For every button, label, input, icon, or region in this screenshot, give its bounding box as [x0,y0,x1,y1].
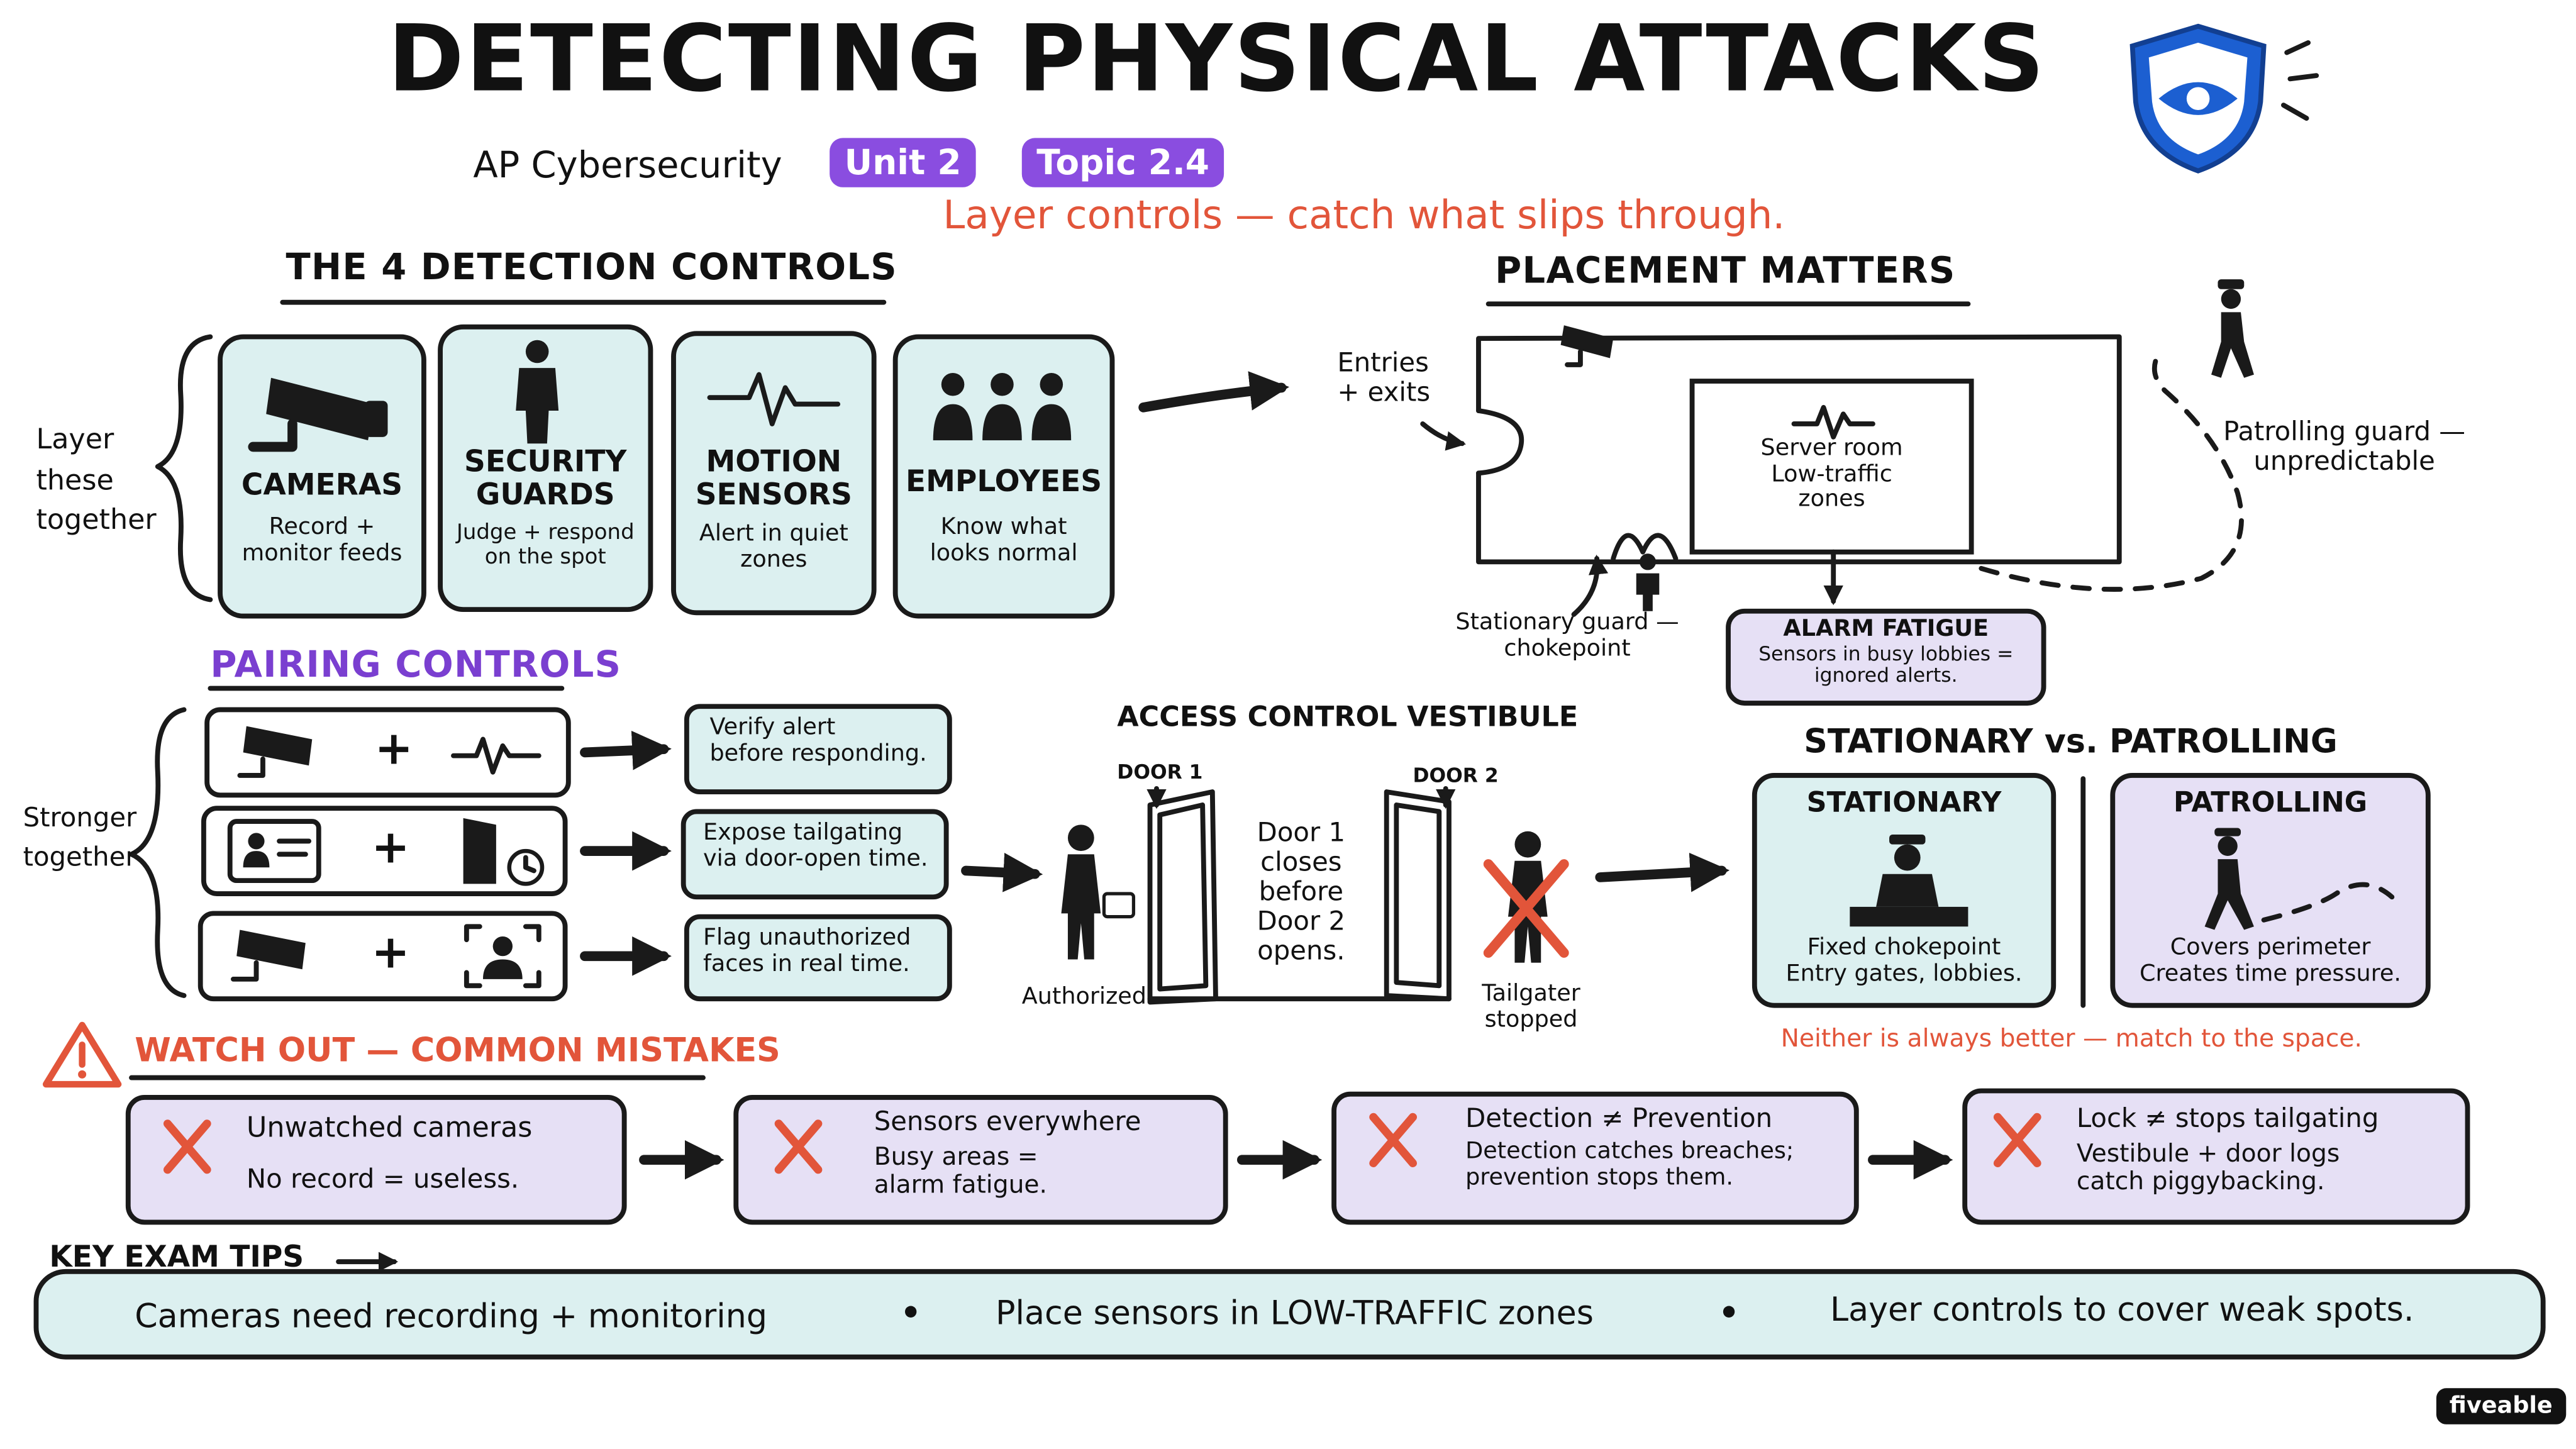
control-motion-sensors: MOTION SENSORS Alert in quiet zones [695,445,852,574]
topic-badge: Topic 2.4 [1021,138,1224,188]
tip-separator: • [900,1292,921,1333]
control-cameras: CAMERAS Record + monitor feeds [241,468,403,567]
tips-bar [33,1269,2546,1360]
people-group-icon [933,372,1072,441]
mistake-item: Detection ≠ Prevention Detection catches… [1465,1102,1794,1191]
stop-x-icon [1483,859,1569,958]
plus-sign: + [374,721,413,775]
stationary-guard-icon [1850,834,1968,927]
stationary-title: STATIONARY [1806,787,2002,820]
tip-item: Layer controls to cover weak spots. [1829,1289,2414,1330]
vestibule-heading: ACCESS CONTROL VESTIBULE [1117,701,1579,735]
door2-label: DOOR 2 [1413,763,1499,787]
brand-logo: fiveable [2436,1388,2566,1424]
mistakes-heading: WATCH OUT — COMMON MISTAKES [135,1030,780,1070]
control-employees: EMPLOYEES Know what looks normal [905,465,1102,567]
pulse-wave-icon [1791,404,1875,440]
guard-figure-icon [1636,553,1660,611]
cctv-camera-icon [248,377,388,452]
tip-separator: • [1718,1292,1740,1333]
control-card-guards [438,324,653,613]
plus-sign: + [371,924,410,979]
mistake-item: Lock ≠ stops tailgating Vestibule + door… [2076,1102,2379,1196]
mistake-x-icons [163,1113,2041,1174]
guards-heading: STATIONARY vs. PATROLLING [1804,721,2338,761]
tagline: Layer controls — catch what slips throug… [943,192,1785,238]
shield-eye-icon [2129,23,2319,174]
patrolling-title: PATROLLING [2173,787,2368,820]
authorized-label: Authorized [1021,984,1146,1011]
patrolling-guard-label: Patrolling guard —unpredictable [2223,415,2466,477]
tip-item: Cameras need recording + monitoring [135,1296,768,1336]
pairing-heading: PAIRING CONTROLS [210,645,622,687]
server-room [1689,379,1974,555]
tip-item: Place sensors in LOW-TRAFFIC zones [995,1292,1594,1333]
access-vestibule [1061,786,1730,1005]
detection-heading: THE 4 DETECTION CONTROLS [286,248,898,289]
door1-label: DOOR 1 [1117,760,1203,784]
id-badge-icon [227,819,321,884]
unit-badge: Unit 2 [830,138,977,188]
floor-plan [1420,279,2254,617]
placement-heading: PLACEMENT MATTERS [1495,251,1956,292]
patrolling-card [2110,773,2431,1008]
cctv-camera-icon [1560,325,1614,367]
patrolling-guard-icon [2211,279,2254,378]
control-security-guards: SECURITY GUARDS Judge + respond on the s… [456,445,635,570]
walking-guard-icon [2204,828,2395,930]
mistake-item: Unwatched cameras No record = useless. [246,1112,533,1195]
course-name: AP Cybersecurity [473,146,782,187]
entries-label: Entries+ exits [1337,347,1431,408]
pulse-wave-icon [707,372,841,426]
plus-sign: + [371,819,410,874]
flow-arrow [1138,371,1289,413]
authorized-person-icon [1061,824,1136,960]
face-scan-icon [464,924,541,989]
warning-icon [42,1021,122,1088]
cctv-camera-icon [231,930,306,982]
security-guard-icon [516,340,559,444]
alarm-fatigue-label: ALARM FATIGUE Sensors in busy lobbies = … [1758,616,2014,687]
alarm-fatigue-box [1726,608,2046,706]
cctv-camera-icon [237,726,313,778]
mistake-item: Sensors everywhere Busy areas = alarm fa… [874,1106,1141,1199]
tailgater-person-icon [1483,831,1569,963]
page-title: DETECTING PHYSICAL ATTACKS [387,6,2046,114]
guards-note: Neither is always better — match to the … [1780,1023,2362,1053]
pulse-wave-icon [451,736,541,775]
tips-heading: KEY EXAM TIPS [49,1240,304,1275]
door-timer-icon [463,818,545,886]
stationary-guard-label: Stationary guard —chokepoint [1455,609,1679,662]
